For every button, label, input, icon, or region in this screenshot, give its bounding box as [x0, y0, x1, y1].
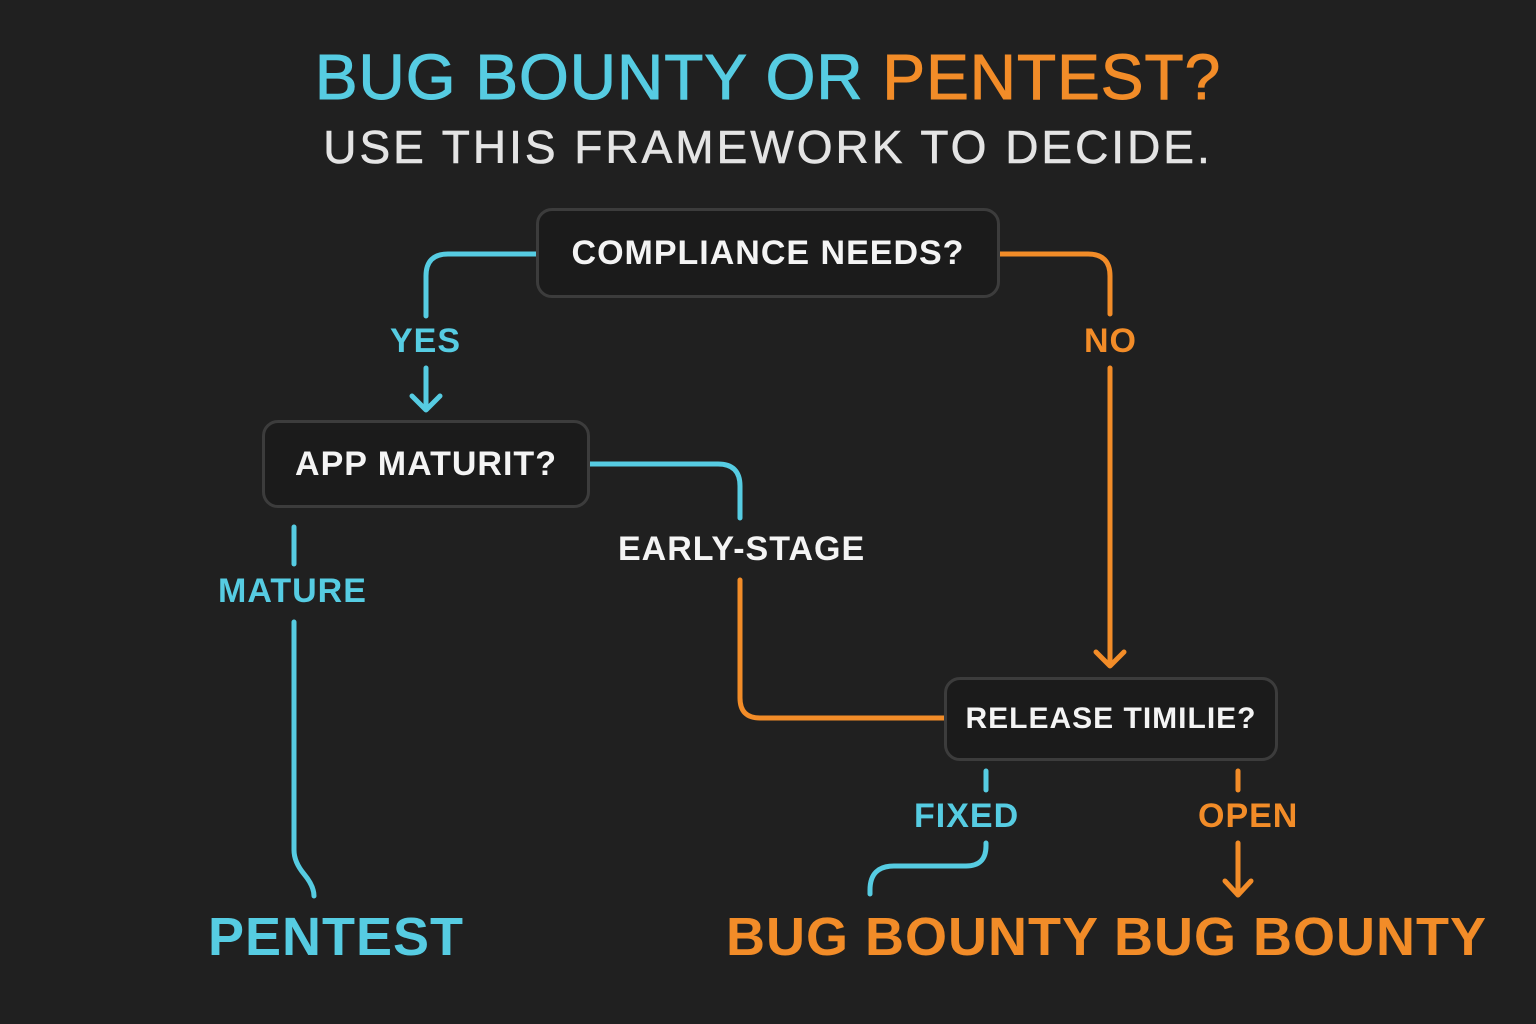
- node-compliance-label: COMPLIANCE NEEDS?: [571, 233, 965, 272]
- edge-label-open: OPEN: [1198, 797, 1299, 835]
- node-maturity-label: APP MATURIT?: [295, 444, 557, 483]
- outcome-bug-bounty-open: BUG BOUNTY: [1114, 907, 1487, 967]
- edge-label-yes: YES: [390, 322, 462, 360]
- node-release-timeline: RELEASE TIMILIE?: [944, 677, 1278, 761]
- edge-label-fixed: FIXED: [914, 797, 1020, 835]
- outcome-bug-bounty-fixed: BUG BOUNTY: [726, 907, 1099, 967]
- title-pentest: PENTEST?: [882, 41, 1222, 114]
- page-subtitle: USE THIS FRAMEWORK TO DECIDE.: [323, 121, 1213, 174]
- title-bug-bounty: BUG BOUNTY OR: [314, 41, 864, 114]
- node-compliance-needs: COMPLIANCE NEEDS?: [536, 208, 1000, 298]
- node-app-maturity: APP MATURIT?: [262, 420, 590, 508]
- outcome-pentest: PENTEST: [208, 907, 465, 967]
- page-title: BUG BOUNTY OR PENTEST?: [0, 40, 1536, 114]
- edge-label-mature: MATURE: [218, 572, 367, 610]
- edge-label-no: NO: [1084, 322, 1137, 360]
- node-release-label: RELEASE TIMILIE?: [965, 702, 1257, 735]
- edge-label-early-stage: EARLY-STAGE: [618, 530, 866, 568]
